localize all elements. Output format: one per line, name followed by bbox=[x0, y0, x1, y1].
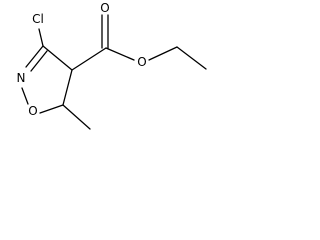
bond-c3-cl bbox=[38, 28, 44, 47]
atom-label-n: N bbox=[17, 71, 26, 85]
bond-c5-methyl bbox=[62, 104, 91, 130]
bond-n2-c3 bbox=[25, 45, 44, 68]
bond-ch2-ch3 bbox=[176, 46, 207, 70]
bond-o1-n2 bbox=[21, 87, 29, 105]
atom-label-cl: Cl bbox=[32, 12, 44, 26]
chemical-structure-diagram: Cl N O O O bbox=[17, 1, 207, 130]
atom-label-ester-o: O bbox=[137, 55, 146, 69]
bond-c4-c5 bbox=[62, 69, 73, 106]
atom-label-ring-o: O bbox=[28, 104, 37, 118]
bond-n2-c3-double bbox=[30, 50, 48, 72]
atom-label-carbonyl-o: O bbox=[100, 1, 109, 15]
bond-c5-o1 bbox=[39, 104, 64, 114]
bond-carbonyl-ester-o bbox=[105, 47, 135, 61]
bond-c3-c4 bbox=[42, 45, 73, 71]
bond-c4-carbonyl bbox=[71, 47, 107, 71]
bond-ester-o-ch2 bbox=[148, 46, 178, 61]
